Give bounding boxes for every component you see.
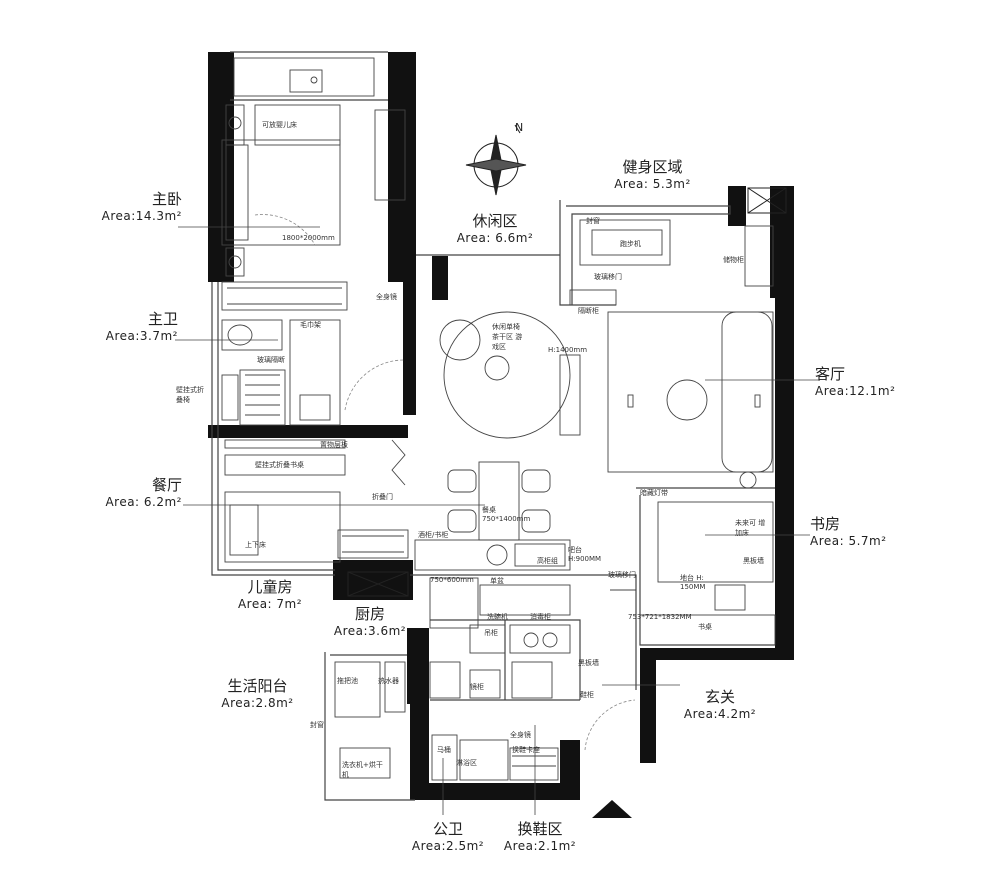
note-private-window: 封窗 xyxy=(586,217,600,225)
room-area: Area: 5.7m² xyxy=(810,533,887,548)
note-glass-sliding-2: 玻璃移门 xyxy=(608,571,636,579)
room-area: Area:12.1m² xyxy=(815,383,896,398)
note-sealed-window: 封窗 xyxy=(310,721,324,729)
note-laundry: 洗衣机+烘干机 xyxy=(342,761,383,779)
room-label-shoe-area: 换鞋区 Area:2.1m² xyxy=(500,820,580,854)
room-name: 公卫 xyxy=(432,820,463,838)
room-area: Area: 5.3m² xyxy=(614,176,691,191)
room-label-kitchen: 厨房 Area:3.6m² xyxy=(330,605,410,639)
room-label-master-bedroom: 主卧 Area:14.3m² xyxy=(96,190,182,224)
svg-text:N: N xyxy=(515,121,523,134)
note-towel-rack: 毛巾架 xyxy=(300,321,321,329)
room-label-lounge: 休闲区 Area: 6.6m² xyxy=(450,212,540,246)
room-name: 玄关 xyxy=(704,688,735,706)
master-bedroom-furniture xyxy=(221,57,406,311)
note-washer: 洗碗机 xyxy=(487,613,508,621)
room-name: 主卫 xyxy=(147,310,178,328)
room-label-service-balcony: 生活阳台 Area:2.8m² xyxy=(210,677,305,711)
room-name: 儿童房 xyxy=(247,578,293,596)
note-bar: 吧台 H:900MM xyxy=(568,546,602,563)
note-future-bed: 未来可 增加床 xyxy=(735,519,766,537)
note-h1400: H:1400mm xyxy=(548,346,588,354)
note-shoe-bench: 换鞋卡座 xyxy=(512,746,540,754)
note-glass-sliding: 玻璃移门 xyxy=(594,273,622,281)
note-storage-cabinet: 储物柜 xyxy=(723,256,744,264)
room-name: 客厅 xyxy=(815,365,846,383)
note-hanging-cabinet: 吊柜 xyxy=(484,629,498,637)
note-wall-desk: 壁挂式折叠书桌 xyxy=(255,461,304,469)
note-high-cabinet: 高柜组 xyxy=(537,557,558,565)
study-furniture xyxy=(610,501,776,646)
note-bunk-bed: 上下床 xyxy=(245,541,266,549)
room-area: Area:2.1m² xyxy=(503,838,577,853)
note-bed-size: 1800*2000mm xyxy=(282,234,335,242)
note-full-mirror-2: 全身镜 xyxy=(510,731,531,739)
note-storage-shelf: 置物层板 xyxy=(320,441,348,449)
room-name: 休闲区 xyxy=(472,212,518,230)
entrance-arrow-icon xyxy=(592,800,632,818)
note-folding-door: 折叠门 xyxy=(372,493,393,501)
note-toilet: 马桶 xyxy=(437,746,451,754)
wet-areas-furniture xyxy=(334,661,559,781)
room-area: Area:3.7m² xyxy=(105,328,178,343)
note-desk-size: 753*721*1832MM xyxy=(628,613,692,621)
room-area: Area: 6.2m² xyxy=(105,494,182,509)
room-label-master-bath: 主卫 Area:3.7m² xyxy=(96,310,178,344)
note-wall-seat: 壁挂式折叠椅 xyxy=(176,386,204,404)
room-area: Area:4.2m² xyxy=(683,706,757,721)
room-name: 书房 xyxy=(810,515,841,533)
room-label-entrance: 玄关 Area:4.2m² xyxy=(675,688,765,722)
compass-icon: N xyxy=(465,121,527,196)
note-wine-cabinet: 酒柜/书柜 xyxy=(418,531,449,539)
note-desk: 书桌 xyxy=(698,623,712,631)
master-bath-furniture xyxy=(221,319,341,426)
room-label-kids-room: 儿童房 Area: 7m² xyxy=(230,578,310,612)
kitchen-furniture xyxy=(429,577,571,654)
dining-furniture xyxy=(391,439,571,571)
room-area: Area: 7m² xyxy=(237,596,303,611)
note-mirror-cabinet: 镜柜 xyxy=(470,683,484,691)
room-name: 主卧 xyxy=(151,190,182,208)
note-fridge-size: 750*600mm xyxy=(430,576,474,584)
room-label-study: 书房 Area: 5.7m² xyxy=(810,515,900,549)
room-name: 生活阳台 xyxy=(227,677,288,695)
note-shoe-cabinet: 鞋柜 xyxy=(580,691,594,699)
kids-room-furniture xyxy=(224,439,409,563)
room-name: 健身区域 xyxy=(622,158,683,176)
walls xyxy=(208,52,794,800)
note-glass-partition: 玻璃隔断 xyxy=(257,356,285,364)
room-name: 厨房 xyxy=(354,605,385,623)
note-water-heater: 热水器 xyxy=(378,677,399,685)
note-lounge-chair: 休闲单椅 茶干区 游戏区 xyxy=(492,323,523,351)
room-label-gym: 健身区域 Area: 5.3m² xyxy=(605,158,700,192)
room-area: Area:2.8m² xyxy=(221,695,294,710)
note-sink: 单盆 xyxy=(490,577,504,585)
note-platform: 地台 H: 150MM xyxy=(680,574,706,591)
room-name: 餐厅 xyxy=(151,476,182,494)
note-dining-table: 餐桌 750*1400mm xyxy=(482,506,531,523)
door-swings xyxy=(254,214,636,751)
note-partition-cabinet: 隔断柜 xyxy=(578,307,599,315)
note-blackboard-wall: 黑板墙 xyxy=(743,557,764,565)
note-blackboard-2: 黑板墙 xyxy=(578,659,599,667)
room-area: Area:3.6m² xyxy=(333,623,407,638)
room-label-dining: 餐厅 Area: 6.2m² xyxy=(86,476,182,510)
leader-lines xyxy=(175,226,820,815)
note-hidden-light: 暗藏灯带 xyxy=(640,489,668,497)
note-shower: 淋浴区 xyxy=(456,759,477,767)
shaft-icons xyxy=(347,187,787,597)
note-full-mirror: 全身镜 xyxy=(376,293,397,301)
room-label-public-bath: 公卫 Area:2.5m² xyxy=(408,820,488,854)
note-sterilizer: 消毒柜 xyxy=(530,613,551,621)
note-mop-sink: 拖把池 xyxy=(337,677,358,685)
room-name: 换鞋区 xyxy=(517,820,563,838)
room-label-living: 客厅 Area:12.1m² xyxy=(815,365,905,399)
room-area: Area:2.5m² xyxy=(411,838,485,853)
room-area: Area: 6.6m² xyxy=(456,230,534,245)
note-crib: 可放婴儿床 xyxy=(262,121,297,129)
living-furniture xyxy=(439,219,774,489)
note-treadmill: 跑步机 xyxy=(620,240,641,248)
room-area: Area:14.3m² xyxy=(101,208,182,223)
